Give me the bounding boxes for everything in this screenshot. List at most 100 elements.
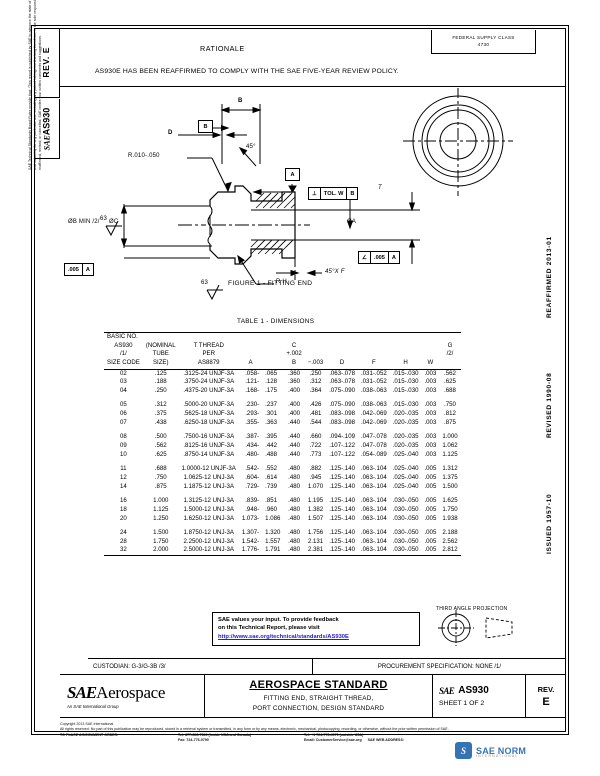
table-cell: .230-	[245, 401, 260, 409]
table-header-row-1: BASIC NO.	[104, 331, 461, 342]
table-cell: .480	[288, 497, 301, 505]
table-cell: .125-.140	[329, 529, 355, 537]
footer-copyright: Copyright 2013 SAE International	[60, 722, 114, 726]
table-cell: 1.750	[442, 505, 458, 513]
table-row: 05.312.5000-20 UNJF-3A.230-.237.400.426.…	[104, 401, 461, 410]
watermark-subtext: INTERNATIONAL	[476, 754, 519, 758]
table-cell: .375	[154, 410, 167, 418]
table-row: 09.562.8125-16 UNJF-3A.434-.442.440.722.…	[104, 442, 461, 451]
table-cell: .005	[424, 473, 437, 481]
table-cell: .750	[444, 401, 456, 409]
table-cell: .773	[309, 450, 322, 458]
table-cell: .047-.078	[360, 433, 387, 441]
table-cell: .031-.052	[360, 369, 387, 377]
table-cell: .030-.050	[392, 529, 419, 537]
table-cell: .020-.035	[392, 410, 419, 418]
table-cell: 1.250	[153, 514, 169, 522]
table-cell: 1.557	[265, 537, 281, 545]
table-cell: .030-.050	[392, 546, 419, 554]
table-cell: .882	[309, 465, 322, 473]
table-header-row-4: SIZE CODE SIZE) AS8879 A B −.003 D F H W	[104, 358, 461, 370]
table-cell: .075-.090	[329, 401, 355, 409]
revision-cell: REV. E	[526, 675, 566, 717]
feedback-line-2: on this Technical Report, please visit	[218, 625, 320, 632]
table-cell: .003	[424, 386, 437, 394]
table-cell: .400	[288, 410, 301, 418]
table-cell: 08	[120, 433, 127, 441]
dim-label-d: D	[168, 130, 173, 136]
rationale-divider	[60, 86, 566, 87]
fcf2-datum: A	[391, 254, 396, 261]
table-cell: 1.320	[265, 529, 281, 537]
table-cell: .480	[288, 473, 301, 481]
table-cell: 32	[120, 546, 127, 554]
table-cell: .075-.090	[329, 386, 355, 394]
document-id-tab: SAEAS930	[34, 99, 60, 159]
table-cell: .128	[265, 378, 277, 386]
table-cell: .355-	[245, 418, 260, 426]
table-cell: 1.791	[265, 546, 281, 554]
table-cell: .363	[265, 418, 277, 426]
table-row: 04.250.4375-20 UNJF-3A.168-.175.400.364.…	[104, 387, 461, 396]
fcf3-datum: A	[85, 266, 90, 273]
table-cell: .5625-18 UNJF-3A	[183, 410, 235, 418]
table-row: 03.188.3750-24 UNJF-3A.121-.128.360.312.…	[104, 378, 461, 387]
table-body: 02.125.3125-24 UNJF-3A.058-.065.360.250.…	[104, 369, 461, 559]
table-cell: .293-	[245, 410, 260, 418]
table-cell: .395	[265, 433, 277, 441]
table-cell: 11	[120, 465, 127, 473]
table-cell: 1.5000-12 UNJ-3A	[183, 505, 234, 513]
dia-a-label: ØA	[347, 219, 357, 225]
left-control-frame: .005 A	[64, 263, 94, 276]
table-cell: .237	[265, 401, 277, 409]
third-angle-projection: THIRD ANGLE PROJECTION	[430, 606, 530, 652]
hdr-w: W	[421, 358, 440, 370]
feedback-link[interactable]: http://www.sae.org/technical/standards/A…	[218, 633, 349, 640]
table-cell: .003	[424, 378, 437, 386]
table-cell: .125	[154, 369, 167, 377]
table-cell: .025-.040	[392, 465, 419, 473]
table-cell: 1.073-	[241, 514, 260, 522]
table-cell: .442	[265, 442, 277, 450]
document-title-cell: AEROSPACE STANDARD FITTING END, STRAIGHT…	[205, 675, 433, 717]
table-cell: 09	[120, 442, 127, 450]
table-cell: .360	[288, 378, 301, 386]
table-cell: 24	[120, 529, 127, 537]
table-cell: .030-.050	[392, 537, 419, 545]
hdr-as930: AS930	[114, 341, 133, 349]
document-number-cell: SAE AS930 SHEET 1 OF 2	[433, 675, 526, 717]
table-cell: .4375-20 UNJF-3A	[183, 386, 235, 394]
table-cell: 1.307-	[241, 529, 260, 537]
table-cell: 1.507	[307, 514, 324, 522]
hdr-size: SIZE)	[142, 358, 179, 370]
hdr-g: G	[447, 341, 453, 349]
table-cell: .020-.035	[392, 442, 419, 450]
table-cell: 1.312	[442, 465, 458, 473]
table-cell: 10	[120, 450, 127, 458]
table-cell: .739	[265, 482, 277, 490]
table-cell: .614	[265, 473, 277, 481]
table-cell: .562	[444, 369, 456, 377]
dia-c-label: ØC	[109, 219, 119, 225]
hdr-size-code: SIZE CODE	[104, 358, 143, 370]
table-cell: .7500-16 UNJF-3A	[183, 433, 235, 441]
dimensions-table: BASIC NO. AS930 (NOMINAL T THREAD C G /1…	[104, 331, 461, 559]
table-cell: 1.0625-12 UNJ-3A	[183, 473, 234, 481]
footer-order-label: TO PLACE A DOCUMENT ORDER:	[60, 732, 119, 737]
rationale-text: AS930E HAS BEEN REAFFIRMED TO COMPLY WIT…	[95, 68, 399, 75]
dia-b-min-label: ØB MIN /2/	[68, 219, 100, 225]
table-cell: 1.1875-12 UNJ-3A	[183, 482, 234, 490]
table-cell: 1.000	[442, 433, 458, 441]
table-cell: .750	[154, 473, 167, 481]
figure-1-caption: FIGURE 1 - FITTING END	[228, 280, 313, 287]
table-cell: .030-.050	[392, 497, 419, 505]
table-cell: 2.2500-12 UNJ-3A	[183, 537, 234, 545]
table-cell: 1.375	[442, 473, 458, 481]
table-cell: .063-.104	[360, 473, 387, 481]
table-cell: .058-	[245, 369, 260, 377]
